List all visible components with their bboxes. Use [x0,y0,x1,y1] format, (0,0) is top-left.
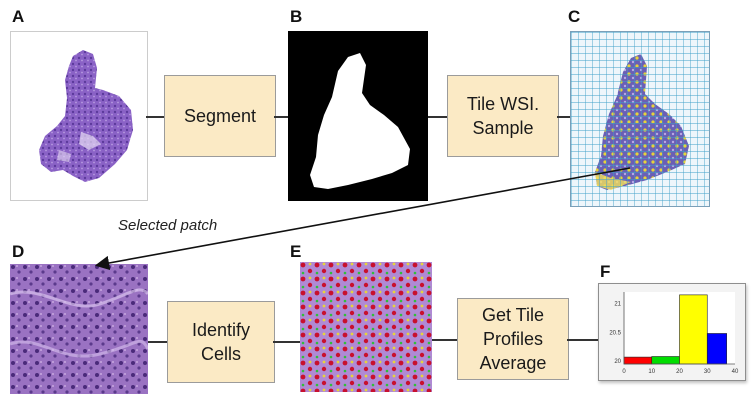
chart-bar-3 [679,294,708,365]
tile-profiles-step: Get Tile Profiles Average [457,298,569,380]
profile-step-line-3: Average [479,353,547,373]
segmentation-mask [288,31,428,201]
tile-step-line-1: Tile WSI. [466,94,540,114]
chart-x-tick-5: 40 [732,369,739,375]
chart-x-tick-1: 0 [622,369,626,375]
chart-x-tick-4: 30 [704,369,711,375]
tile-sample-step: Tile WSI. Sample [447,75,559,157]
chart-bar-1 [623,356,653,365]
identify-cells-step: Identify Cells [167,301,275,383]
profile-step-line-2: Profiles [482,329,544,349]
chart-axes [623,292,735,365]
chart-y-tick-3: 21 [614,302,621,308]
chart-x-tick-3: 20 [676,369,683,375]
identify-step-line-2: Cells [200,344,241,364]
chart-canvas: 0 10 20 30 40 20 20.5 21 [609,292,739,375]
connector-a-segment [146,116,164,118]
chart-x-tick-2: 10 [648,369,655,375]
panel-label-b: B [290,7,303,26]
panel-label-e: E [290,242,302,261]
panel-label-c: C [568,7,581,26]
chart-bar-4 [706,333,727,365]
selected-patch-caption: Selected patch [118,217,218,234]
selected-patch-image [9,264,150,394]
whole-slide-image [10,31,148,201]
chart-y-tick-1: 20 [614,359,621,365]
connector-segment-b [274,116,288,118]
connector-e-profiles [432,339,457,341]
panel-label-d: D [12,242,25,261]
profile-step-line-1: Get Tile [481,305,545,325]
identified-cells-image [300,262,432,392]
connector-identify-e [273,341,300,343]
connector-profiles-f [567,339,598,341]
tile-step-line-2: Sample [472,118,534,138]
tile-profile-chart: 0 10 20 30 40 20 20.5 21 [598,283,746,381]
connector-b-tile [428,116,447,118]
chart-bar-2 [651,356,680,365]
panel-label-f: F [600,262,611,281]
connector-tile-c [557,116,570,118]
connector-d-identify [148,341,167,343]
segment-step: Segment [164,75,276,157]
chart-y-tick-2: 20.5 [609,330,621,336]
panel-label-a: A [12,7,25,26]
identify-step-line-1: Identify [191,320,251,340]
tiled-slide-grid [570,31,710,207]
